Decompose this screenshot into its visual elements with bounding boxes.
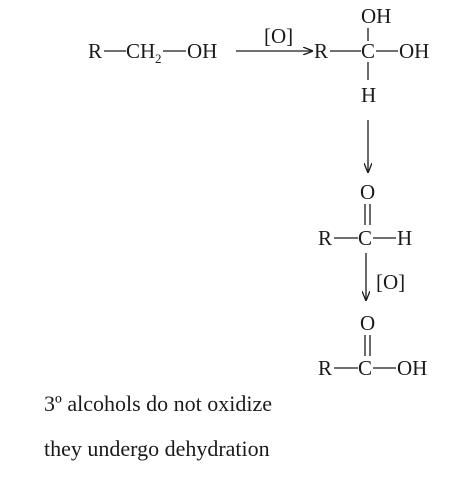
diol-bottom-h: H (361, 83, 376, 107)
diol-top-oh: OH (361, 4, 391, 28)
aldehyde: O R C H (318, 180, 412, 250)
reactant-ch: CH (126, 39, 155, 63)
reactant-oh: OH (187, 39, 217, 63)
aldehyde-h: H (397, 226, 412, 250)
note-line-2: they undergo dehydration (44, 436, 270, 461)
diol-r: R (314, 39, 328, 63)
acid-r: R (318, 356, 332, 380)
diol-c: C (361, 39, 375, 63)
gem-diol-intermediate: OH R C OH H (314, 4, 429, 107)
step1-reagent: [O] (264, 24, 293, 48)
diol-right-oh: OH (399, 39, 429, 63)
acid-oh: OH (397, 356, 427, 380)
oxidation-arrow-2: [O] (366, 253, 405, 300)
note-line-1: 3º alcohols do not oxidize (44, 391, 272, 416)
reactant-primary-alcohol: R CH 2 OH (88, 39, 217, 66)
step3-reagent: [O] (376, 270, 405, 294)
reactant-r: R (88, 39, 102, 63)
carboxylic-acid: O R C OH (318, 311, 427, 380)
aldehyde-c: C (358, 226, 372, 250)
acid-c: C (358, 356, 372, 380)
oxidation-arrow-1: [O] (236, 24, 312, 51)
acid-o: O (360, 311, 375, 335)
aldehyde-r: R (318, 226, 332, 250)
aldehyde-o: O (360, 180, 375, 204)
reactant-subscript: 2 (155, 51, 162, 66)
